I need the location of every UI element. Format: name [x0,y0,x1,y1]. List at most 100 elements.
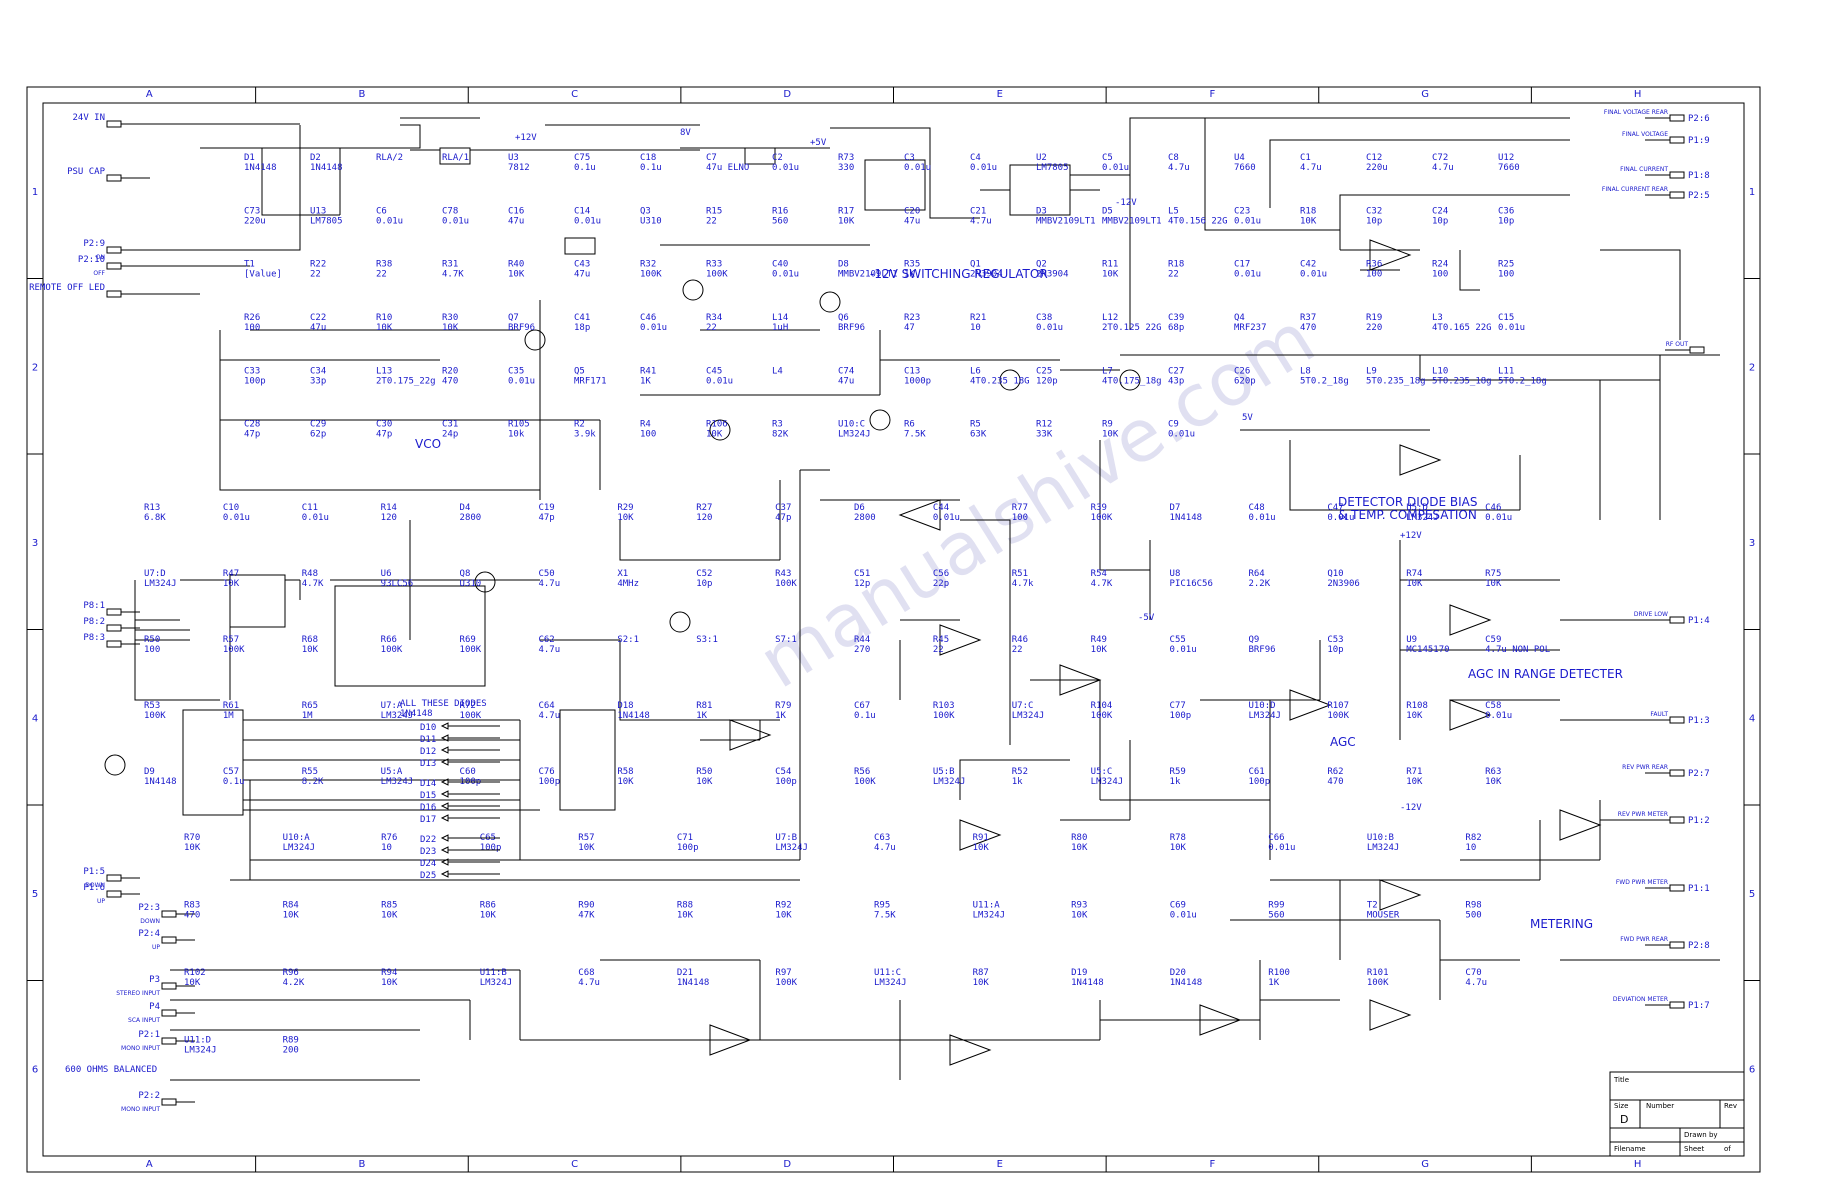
grid-row-5-left: 5 [32,889,38,900]
svg-text:C59: C59 [1485,635,1501,645]
svg-text:R86: R86 [480,901,496,911]
ic-u8-box [182,709,244,816]
svg-text:R34: R34 [706,313,722,323]
svg-text:10K: 10K [1071,843,1088,853]
svg-text:R14: R14 [381,503,397,513]
svg-text:R58: R58 [617,767,633,777]
svg-text:LM7805: LM7805 [1036,163,1069,173]
svg-text:C51: C51 [854,569,870,579]
svg-text:U7:B: U7:B [775,833,797,843]
svg-text:100K: 100K [1091,711,1113,721]
svg-text:Q2: Q2 [1036,260,1047,270]
svg-text:R62: R62 [1327,767,1343,777]
rail-8v-label: 8V [680,128,691,138]
svg-text:U5:A: U5:A [381,767,403,777]
svg-text:10p: 10p [696,579,712,589]
svg-text:L5: L5 [1168,206,1179,216]
svg-text:100K: 100K [381,645,403,655]
svg-text:BRF96: BRF96 [508,323,535,333]
diode-d13: D13 [420,758,500,769]
svg-text:U7:A: U7:A [381,701,403,711]
svg-text:DOWN: DOWN [140,918,160,925]
svg-text:D1: D1 [244,153,255,163]
svg-text:C63: C63 [874,833,890,843]
diode-d22: D22 [420,834,500,845]
svg-text:FINAL VOLTAGE: FINAL VOLTAGE [1622,131,1668,138]
svg-text:C6: C6 [376,206,387,216]
grid-row-1-left: 1 [32,187,38,198]
svg-text:R9: R9 [1102,420,1113,430]
svg-text:22: 22 [706,216,717,226]
svg-text:10K: 10K [442,323,459,333]
svg-text:C44: C44 [933,503,949,513]
svg-text:C30: C30 [376,420,392,430]
section-detector-bias-2: & TEMP. COMPESATION [1338,508,1477,522]
svg-text:22: 22 [376,270,387,280]
section-metering: METERING [1530,917,1593,931]
svg-text:U11:D: U11:D [184,1036,211,1046]
svg-text:0.01u: 0.01u [1498,323,1525,333]
title-block-drawn-by: Drawn by [1684,1131,1718,1139]
svg-text:10: 10 [381,843,392,853]
svg-text:24V IN: 24V IN [72,113,105,123]
svg-text:D18: D18 [617,701,633,711]
component-c9: C90.01u [1168,420,1195,440]
svg-text:R104: R104 [1091,701,1113,711]
svg-text:R30: R30 [442,313,458,323]
svg-text:100: 100 [1432,270,1448,280]
svg-text:Q7: Q7 [508,313,519,323]
svg-text:C28: C28 [244,420,260,430]
svg-text:0.01u: 0.01u [904,163,931,173]
svg-text:100K: 100K [1367,978,1389,988]
svg-text:47p: 47p [244,430,260,440]
svg-text:10k: 10k [508,430,525,440]
svg-text:RF OUT: RF OUT [1666,341,1689,348]
svg-text:10K: 10K [696,777,713,787]
svg-text:1uH: 1uH [772,323,788,333]
svg-text:C16: C16 [508,206,524,216]
connector-psu-cap: PSU CAP [67,167,140,182]
rail-p12b-label: +12V [1400,531,1422,541]
svg-text:C77: C77 [1170,701,1186,711]
svg-text:1K: 1K [1268,978,1279,988]
svg-text:C55: C55 [1170,635,1186,645]
grid-col-F-bottom: F [1210,1159,1216,1170]
ic-u4-box [864,159,926,211]
svg-text:L10: L10 [1432,366,1448,376]
